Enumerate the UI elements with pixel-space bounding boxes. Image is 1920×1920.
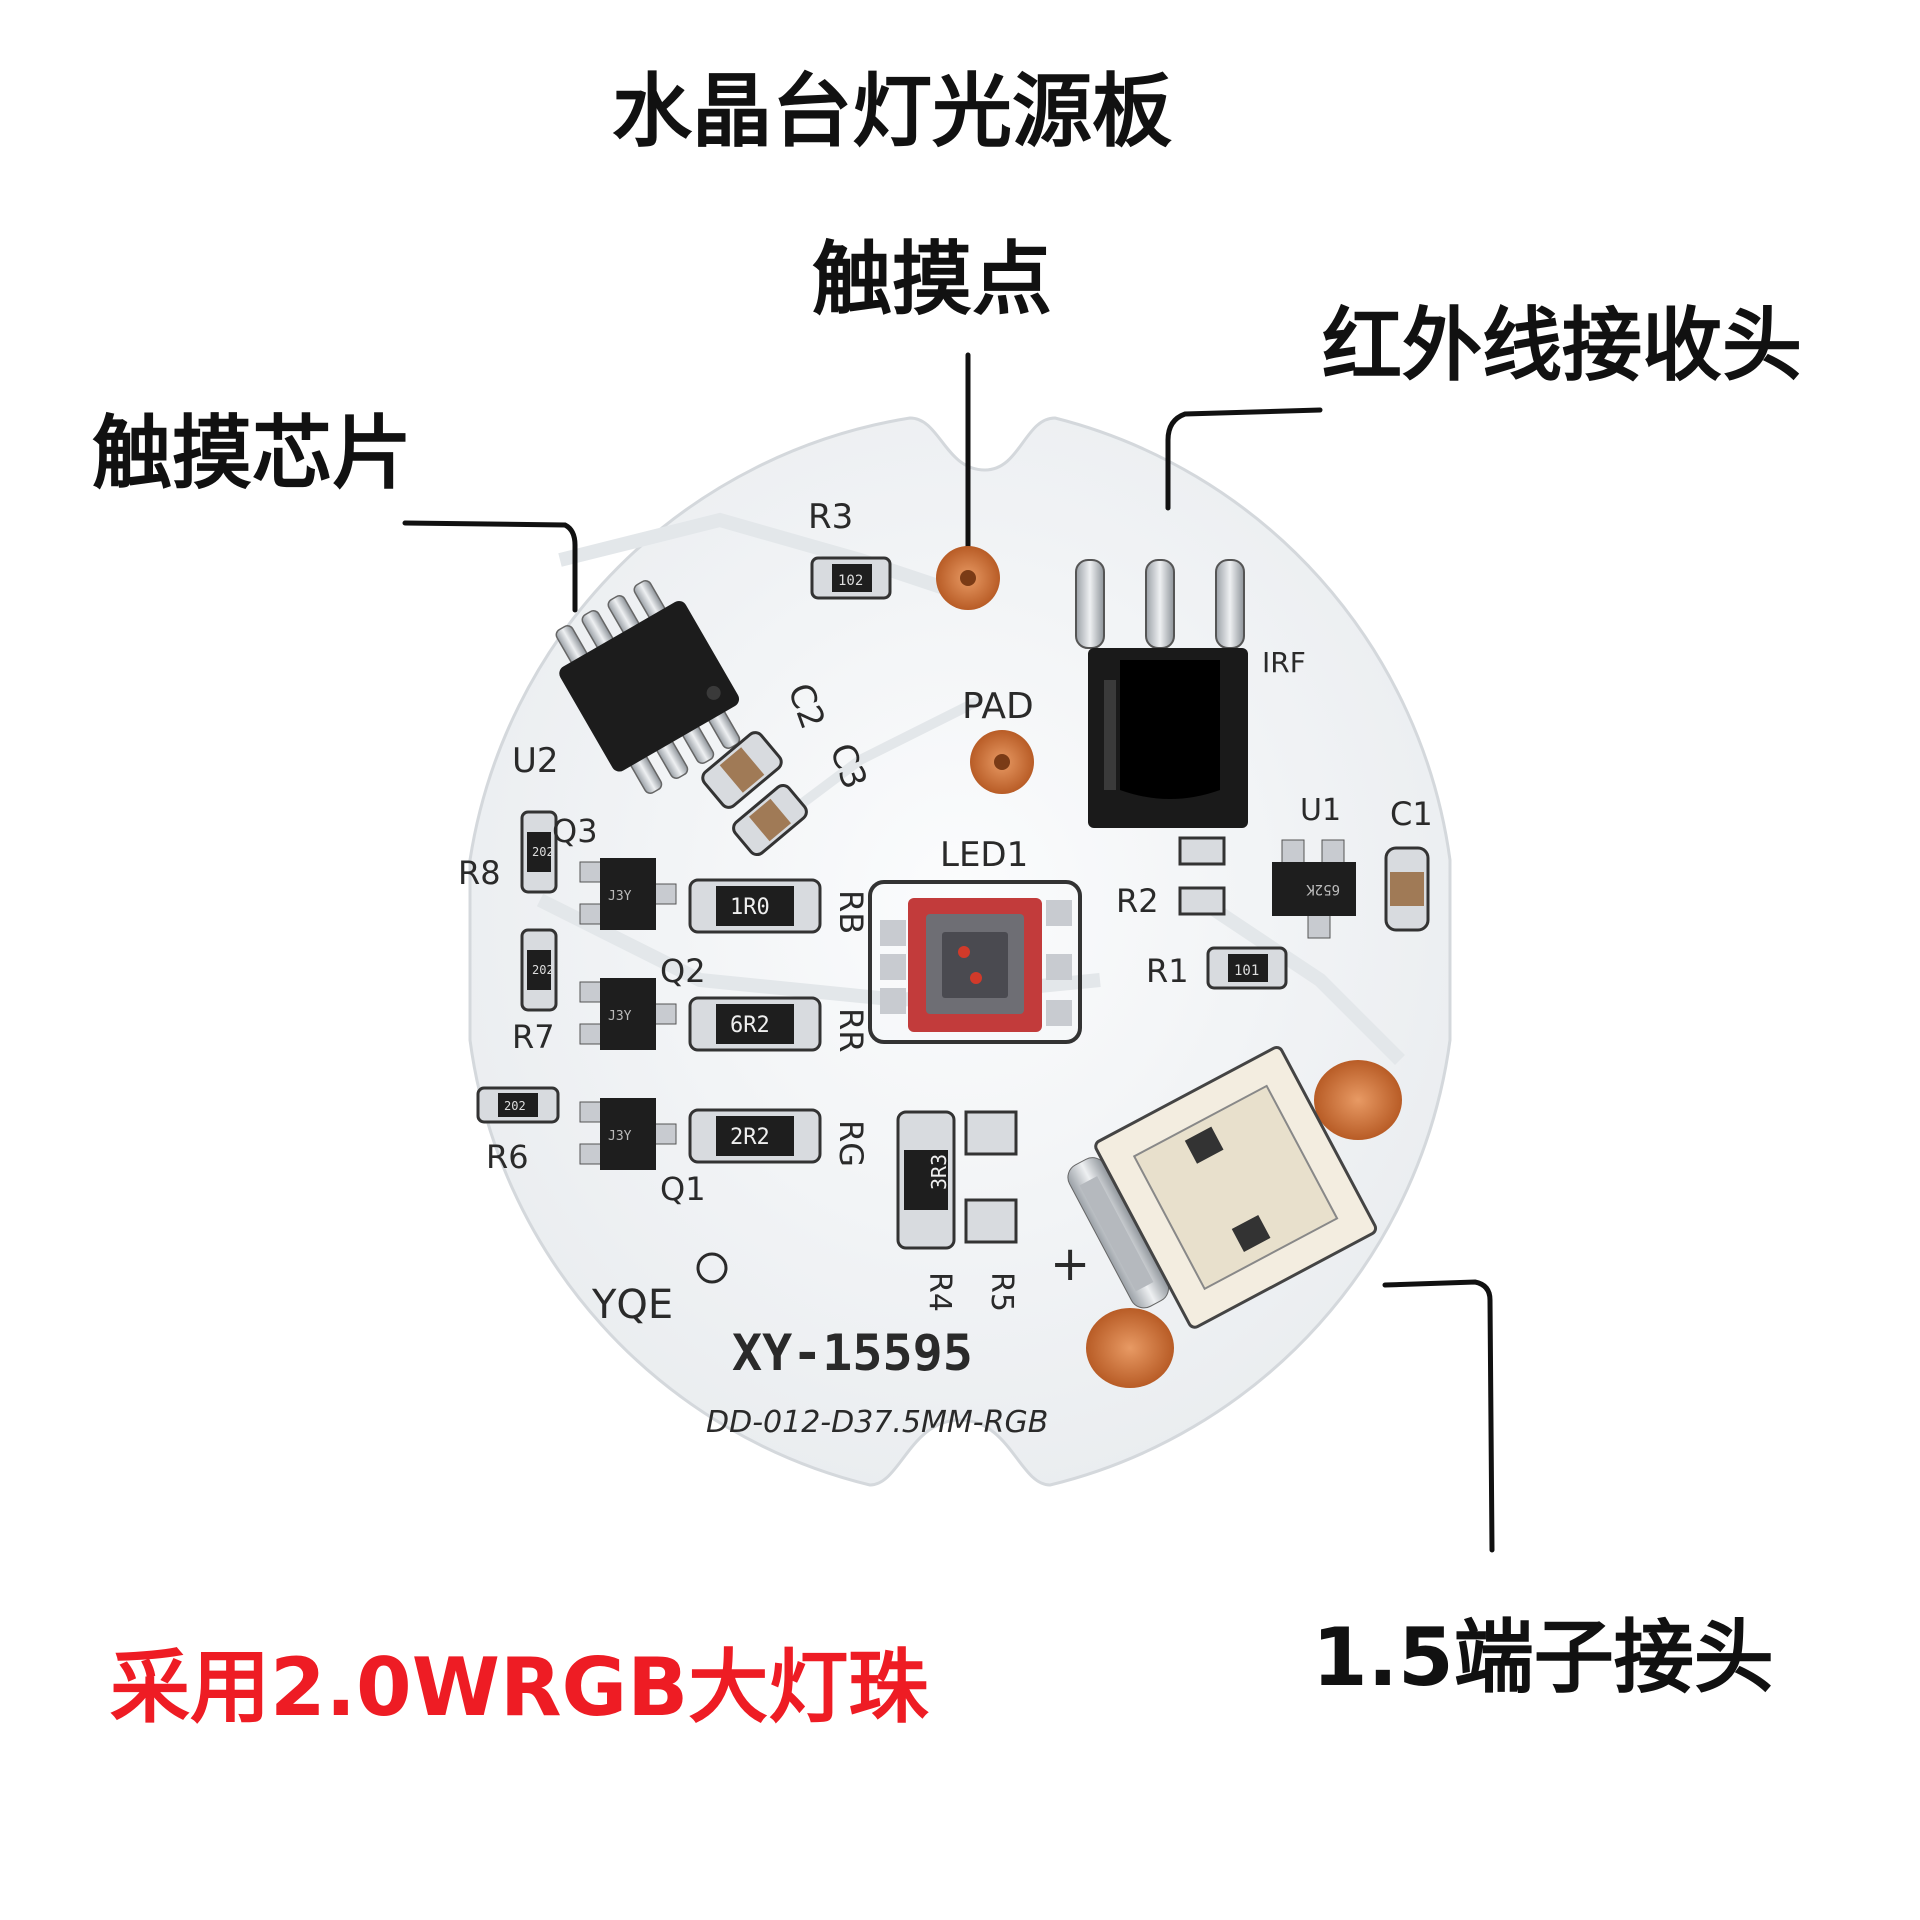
resistor-r7: 202 [520, 928, 558, 1012]
silk-u2: U2 [512, 741, 559, 781]
silk-q2: Q2 [660, 952, 706, 990]
capacitor-c2 [701, 731, 783, 809]
power-pad-negative [1314, 1060, 1402, 1140]
page-title: 水晶台灯光源板 [612, 65, 1172, 158]
resistor-rr-code: 6R2 [730, 1013, 770, 1038]
resistor-rg-code: 2R2 [730, 1125, 770, 1150]
resistor-rb-code: 1R0 [730, 895, 770, 920]
silk-model: XY-15595 [732, 1324, 973, 1382]
silk-rg: RG [832, 1120, 870, 1167]
transistor-q1-code: J3Y [608, 1129, 632, 1144]
touch-pad-top [936, 546, 1000, 610]
resistor-r8: 202 [520, 810, 558, 894]
resistor-r7-code: 202 [532, 963, 554, 977]
silk-q3: Q3 [552, 812, 598, 850]
silk-r1: R1 [1146, 952, 1189, 990]
silk-c1: C1 [1390, 795, 1433, 833]
silk-irf: IRF [1262, 646, 1306, 679]
resistor-r8-code: 202 [532, 845, 554, 859]
ir-receiver [1075, 559, 1248, 828]
transistor-q2: J3Y [579, 978, 677, 1050]
silk-r5: R5 [984, 1272, 1019, 1312]
silk-r2: R2 [1116, 882, 1159, 920]
registered-mark [696, 1252, 728, 1284]
power-pad-positive [1086, 1308, 1174, 1388]
resistor-rr: 6R2 [688, 996, 822, 1052]
silk-pad: PAD [962, 686, 1034, 727]
silk-r3: R3 [808, 497, 853, 537]
capacitor-c1 [1384, 846, 1430, 932]
resistor-r5 [964, 1110, 1018, 1244]
silk-rb: RB [832, 890, 870, 934]
silk-u1: U1 [1300, 793, 1341, 828]
resistor-r3: 102 [810, 556, 892, 600]
capacitor-c3 [732, 783, 808, 857]
transistor-q3-code: J3Y [608, 889, 632, 904]
resistor-r3-code: 102 [838, 573, 863, 589]
resistor-r6: 202 [476, 1086, 560, 1124]
ir-receiver-label: 红外线接收头 [1322, 299, 1802, 392]
transistor-q3: J3Y [579, 858, 677, 930]
transistor-q2-code: J3Y [608, 1009, 632, 1024]
silk-plus: + [1050, 1236, 1090, 1292]
resistor-r4-code: 3R3 [927, 1154, 951, 1190]
transistor-q1: J3Y [579, 1098, 677, 1170]
touch-chip-u2 [555, 580, 741, 794]
silk-r4: R4 [922, 1272, 957, 1312]
resistor-rg: 2R2 [688, 1108, 822, 1164]
silk-part-number: DD-012-D37.5MM-RGB [706, 1405, 1048, 1440]
resistor-r1-code: 101 [1234, 963, 1259, 979]
touch-chip-label: 触摸芯片 [92, 407, 412, 500]
touch-pad-pad [970, 730, 1034, 794]
silk-rr: RR [832, 1008, 870, 1052]
touch-point-label: 触摸点 [812, 233, 1052, 326]
regulator-u1-code: 652K [1306, 881, 1340, 897]
silk-q1: Q1 [660, 1170, 706, 1208]
led-bead-label: 采用2.0WRGB大灯珠 [110, 1641, 929, 1734]
silk-led1: LED1 [940, 835, 1028, 875]
resistor-r4: 3R3 [896, 1110, 956, 1250]
regulator-u1: 652K [1272, 839, 1356, 939]
callout-leader-lines [402, 352, 1495, 1553]
silk-r8: R8 [458, 854, 501, 892]
terminal-label: 1.5端子接头 [1312, 1611, 1774, 1704]
terminal-connector [1067, 1045, 1378, 1329]
silk-brand: YQE [591, 1282, 673, 1328]
silk-r6: R6 [486, 1138, 529, 1176]
resistor-rb: 1R0 [688, 878, 822, 934]
resistor-r6-code: 202 [504, 1099, 526, 1113]
silk-r7: R7 [512, 1018, 555, 1056]
resistor-r1: 101 [1206, 946, 1288, 990]
resistor-r2 [1178, 836, 1226, 916]
rgb-led [868, 880, 1082, 1044]
